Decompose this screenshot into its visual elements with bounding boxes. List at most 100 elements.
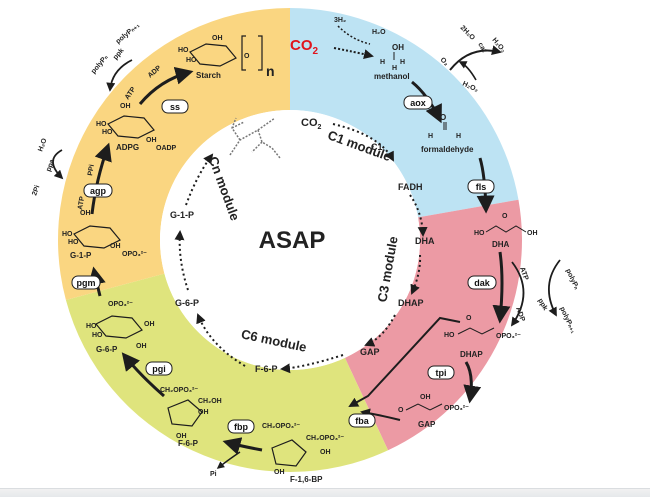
svg-text:H: H [380, 59, 385, 66]
oadp-label: OADP [156, 145, 177, 152]
polyp-n1-right-label: polyPₙ₊₁ [558, 306, 576, 335]
pi-label: Pi [210, 471, 217, 478]
f6p-to-g6p-arrow [121, 352, 165, 398]
svg-text:O: O [440, 113, 446, 122]
inner-co2-label: CO2 [301, 117, 322, 131]
svg-text:OH: OH [136, 343, 147, 350]
inner-fadh-label: FADH [398, 182, 423, 192]
enzyme-fls [467, 179, 495, 194]
inner-gap-label: GAP [360, 347, 380, 357]
svg-text:OH: OH [80, 210, 91, 217]
c1-module-segment [290, 8, 519, 218]
enzyme-dak-label: dak [474, 278, 491, 288]
polyp-n-right-label: polyPₙ [564, 268, 580, 291]
f16bp-ring [271, 439, 307, 467]
svg-text:O: O [466, 315, 472, 322]
svg-text:HO: HO [68, 239, 79, 246]
enzyme-fbp [227, 419, 255, 434]
cn-module-segment [57, 8, 290, 301]
svg-text:HO: HO [102, 129, 113, 136]
svg-text:HO: HO [96, 121, 107, 128]
enzyme-agp [83, 183, 113, 198]
svg-text:CH₂OPO₃²⁻: CH₂OPO₃²⁻ [160, 387, 198, 394]
svg-text:CH₂OPO₃²⁻: CH₂OPO₃²⁻ [306, 435, 344, 442]
svg-text:H: H [428, 133, 433, 140]
adpg-to-starch-arrow [138, 67, 194, 105]
enzyme-agp-label: agp [90, 186, 107, 196]
dhap-label: DHAP [460, 350, 483, 359]
starch-n-label: n [266, 63, 275, 79]
svg-text:OH: OH [120, 103, 131, 110]
ppi-label: PPi [87, 164, 96, 176]
adpg-label: ADPG [116, 143, 139, 152]
atp-right-label: ATP [518, 266, 529, 281]
two-pi-label: 2Pi [31, 184, 41, 196]
h2o-top-label: H₂O [372, 29, 386, 36]
h2-label: 3H₂ [334, 17, 346, 24]
g6p-ring [95, 315, 143, 339]
inner-dha-label: DHA [415, 236, 435, 246]
polyp-n1-left-label: polyPₙ₊₁ [115, 22, 141, 46]
svg-text:HO: HO [178, 47, 189, 54]
inner-g6p-label: G-6-P [175, 298, 199, 308]
enzyme-tpi [427, 365, 455, 380]
g1p-to-adpg-arrow [90, 142, 112, 215]
svg-text:HO: HO [186, 57, 197, 64]
c6-module-segment [65, 273, 389, 472]
svg-text:O: O [398, 407, 404, 414]
g1p-label: G-1-P [70, 251, 92, 260]
c3-outer-content: fls HO O OH DHA dak ATP ADP ppk polyPₙ p… [348, 157, 580, 429]
formaldehyde-label: formaldehyde [421, 145, 474, 154]
ppk-right-label: ppk [536, 298, 548, 312]
enzyme-aox [403, 95, 433, 110]
polyp-n-left-label: polyPₙ [90, 54, 110, 75]
enzyme-ss-label: ss [170, 102, 180, 112]
svg-text:HO: HO [444, 332, 455, 339]
co2-to-methanol-arrow [333, 47, 374, 60]
svg-text:O: O [244, 53, 250, 60]
svg-text:HO: HO [62, 231, 73, 238]
svg-text:H: H [400, 59, 405, 66]
cat-cycle-arrow [449, 45, 502, 71]
svg-text:CH₂OPO₃²⁻: CH₂OPO₃²⁻ [262, 423, 300, 430]
svg-text:O: O [502, 213, 508, 220]
svg-text:OH: OH [146, 137, 157, 144]
diagram-title: ASAP [259, 227, 326, 254]
svg-text:HO: HO [92, 332, 103, 339]
enzyme-dak [467, 275, 497, 290]
atp-left-label: ATP [77, 196, 86, 211]
inner-white-disk [160, 110, 420, 370]
svg-text:OH: OH [198, 409, 209, 416]
starch-ring [189, 43, 237, 67]
o2-label: O₂ [439, 56, 450, 67]
svg-text:OPO₃²⁻: OPO₃²⁻ [444, 405, 469, 412]
enzyme-tpi-label: tpi [436, 368, 447, 378]
f16bp-label: F-1,6-BP [290, 475, 323, 484]
enzyme-pgm [71, 275, 101, 290]
f16bp-to-f6p-arrow [222, 437, 263, 455]
starch-branch-icon [229, 117, 281, 159]
svg-text:H: H [456, 133, 461, 140]
svg-text:OPO₃²⁻: OPO₃²⁻ [496, 333, 521, 340]
enzyme-pgi-label: pgi [152, 364, 166, 374]
svg-text:OPO₃²⁻: OPO₃²⁻ [122, 251, 147, 258]
inner-g1p-label: G-1-P [170, 210, 194, 220]
methanol-oh: OH [392, 43, 404, 52]
g6p-label: G-6-P [96, 345, 118, 354]
gap-label: GAP [418, 420, 436, 429]
h2o-left-label: H₂O [37, 137, 48, 153]
svg-text:CH₂OH: CH₂OH [198, 398, 222, 405]
enzyme-aox-label: aox [410, 98, 426, 108]
enzyme-pgm-label: pgm [77, 278, 96, 288]
bottom-browser-bar [0, 488, 650, 497]
svg-text:OPO₃²⁻: OPO₃²⁻ [108, 301, 133, 308]
svg-text:HO: HO [86, 323, 97, 330]
methanol-label: methanol [374, 72, 410, 81]
svg-text:OH: OH [320, 449, 331, 456]
inner-dotted-cycle [174, 123, 428, 374]
h2o-right-label: 2H₂O [459, 24, 477, 42]
inner-c1-label: C1 [371, 142, 383, 152]
to-aldolase-arrow [348, 316, 461, 407]
cat-label: cat [476, 42, 487, 55]
